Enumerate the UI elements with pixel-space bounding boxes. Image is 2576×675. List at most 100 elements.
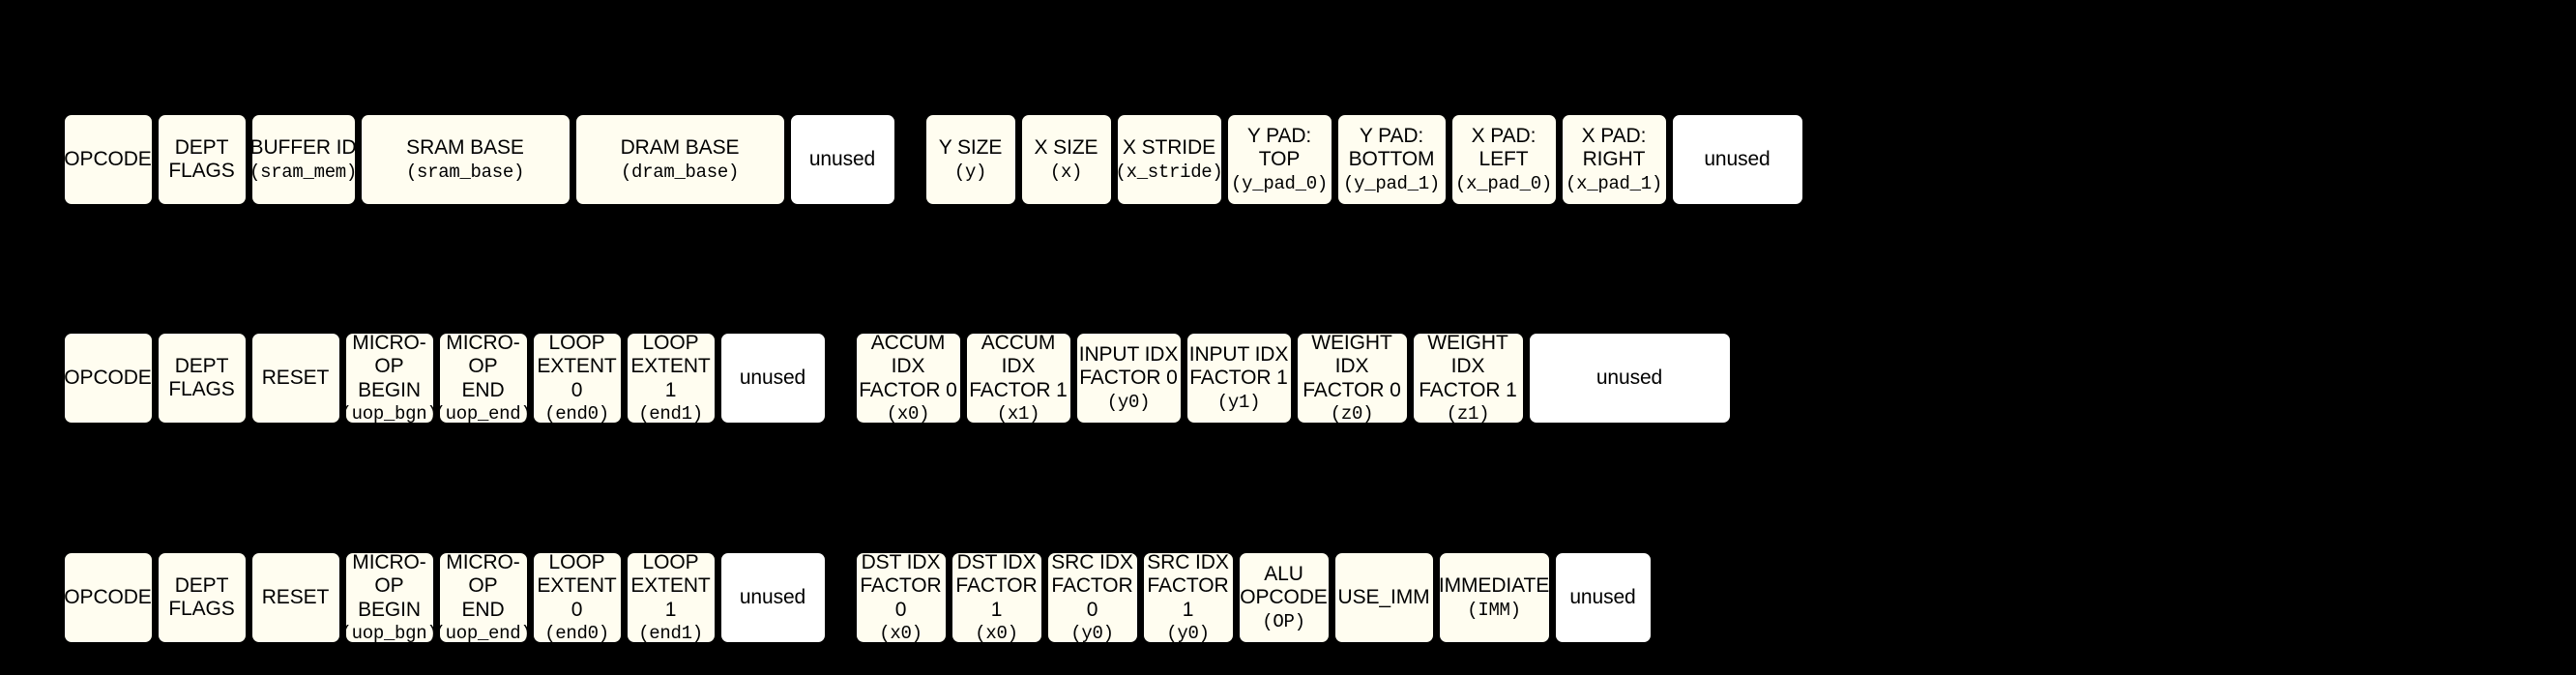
field-box-unused: unused (718, 551, 827, 644)
field-box-opcode: OPCODE (62, 332, 154, 425)
field-label: LOOP EXTENT 0 (537, 551, 617, 621)
field-label: IMMEDIATE (1438, 574, 1550, 598)
field-variable-name: (x_pad_0) (1455, 172, 1552, 194)
field-variable-name: (y0) (1166, 623, 1210, 644)
field-group-row3-group1: OPCODE DEPT FLAGS RESET MICRO-OP BEGIN(uop_… (61, 551, 828, 644)
field-variable-name: (x_pad_1) (1566, 172, 1662, 194)
field-label: ACCUM IDX FACTOR 0 (859, 332, 957, 401)
field-box-micro-op-begin: MICRO-OP BEGIN(uop_bgn) (343, 551, 435, 644)
field-label: OPCODE (64, 585, 152, 608)
field-box-micro-op-begin: MICRO-OP BEGIN(uop_bgn) (343, 332, 435, 425)
field-label: MICRO-OP END (446, 332, 520, 401)
field-label: ACCUM IDX FACTOR 1 (969, 332, 1068, 401)
field-label: DRAM BASE (620, 136, 740, 160)
field-variable-name: (uop_end) (437, 403, 529, 425)
field-label: MICRO-OP BEGIN (352, 332, 426, 401)
field-variable-name: (x0) (879, 623, 922, 644)
field-variable-name: (y_pad_0) (1231, 172, 1328, 194)
field-label: X PAD: LEFT (1471, 125, 1537, 171)
field-label: INPUT IDX FACTOR 1 (1188, 343, 1289, 390)
field-label: SRC IDX FACTOR 0 (1051, 551, 1133, 621)
field-label: Y SIZE (938, 136, 1003, 160)
field-box-input-idx-factor-1: INPUT IDX FACTOR 1(y1) (1185, 332, 1293, 425)
field-box-loop-extent-1: LOOP EXTENT 1(end1) (625, 551, 717, 644)
group-separator (828, 551, 853, 644)
field-label: DEPT FLAGS (168, 354, 235, 400)
field-box-y-pad-bottom: Y PAD: BOTTOM(y_pad_1) (1335, 113, 1448, 206)
field-label: LOOP EXTENT 1 (630, 332, 711, 401)
field-box-src-idx-factor-1: SRC IDX FACTOR 1(y0) (1141, 551, 1235, 644)
field-label: USE_IMM (1337, 585, 1430, 608)
field-box-sram-base: SRAM BASE(sram_base) (359, 113, 571, 206)
field-box-x-size: X SIZE(x) (1019, 113, 1113, 206)
field-label: unused (808, 147, 876, 170)
instruction-row-alu-instruction: OPCODE DEPT FLAGS RESET MICRO-OP BEGIN(uop_… (61, 551, 2515, 644)
field-label: SRAM BASE (406, 136, 524, 160)
field-box-buffer-id: BUFFER ID(sram_mem) (249, 113, 357, 206)
field-label: LOOP EXTENT 0 (537, 332, 617, 401)
field-variable-name: (x0) (886, 403, 930, 425)
field-box-unused: unused (1553, 551, 1653, 644)
field-box-accum-idx-factor-0: ACCUM IDX FACTOR 0(x0) (854, 332, 962, 425)
field-variable-name: (y0) (1070, 623, 1114, 644)
field-box-input-idx-factor-0: INPUT IDX FACTOR 0(y0) (1074, 332, 1183, 425)
field-box-dept-flags: DEPT FLAGS (156, 332, 248, 425)
field-label: OPCODE (64, 147, 152, 170)
field-box-unused: unused (1670, 113, 1804, 206)
field-label: DEPT FLAGS (168, 573, 235, 620)
field-variable-name: (end1) (638, 623, 703, 644)
field-box-y-size: Y SIZE(y) (923, 113, 1017, 206)
field-label: unused (739, 366, 806, 389)
field-group-row3-group2: DST IDX FACTOR 0(x0)DST IDX FACTOR 1(x0)… (853, 551, 1654, 644)
field-label: unused (739, 585, 806, 608)
field-box-use-imm: USE_IMM (1332, 551, 1435, 644)
field-label: SRC IDX FACTOR 1 (1147, 551, 1229, 621)
field-group-row2-group2: ACCUM IDX FACTOR 0(x0)ACCUM IDX FACTOR 1… (853, 332, 1733, 425)
field-variable-name: (uop_bgn) (343, 403, 435, 425)
field-box-y-pad-top: Y PAD: TOP(y_pad_0) (1225, 113, 1333, 206)
group-separator (897, 113, 922, 206)
field-variable-name: (sram_base) (405, 161, 525, 183)
field-variable-name: (y) (953, 161, 987, 183)
field-box-opcode: OPCODE (62, 551, 154, 644)
field-label: RESET (261, 366, 330, 389)
field-label: RESET (261, 585, 330, 608)
field-label: Y PAD: BOTTOM (1348, 125, 1435, 171)
field-box-x-stride: X STRIDE(x_stride) (1115, 113, 1223, 206)
field-box-opcode: OPCODE (62, 113, 154, 206)
field-variable-name: (end0) (544, 623, 609, 644)
field-label: X STRIDE (1122, 136, 1216, 160)
field-box-dst-idx-factor-1: DST IDX FACTOR 1(x0) (950, 551, 1043, 644)
field-box-weight-idx-factor-1: WEIGHT IDX FACTOR 1(z1) (1411, 332, 1525, 425)
field-box-micro-op-end: MICRO-OP END(uop_end) (437, 332, 529, 425)
field-box-reset: RESET (249, 332, 341, 425)
field-box-x-pad-right: X PAD: RIGHT(x_pad_1) (1560, 113, 1668, 206)
field-variable-name: (x_stride) (1115, 161, 1223, 183)
group-separator (828, 332, 853, 425)
field-box-weight-idx-factor-0: WEIGHT IDX FACTOR 0(z0) (1295, 332, 1409, 425)
field-label: WEIGHT IDX FACTOR 0 (1303, 332, 1401, 401)
field-box-loop-extent-0: LOOP EXTENT 0(end0) (531, 551, 623, 644)
field-box-unused: unused (788, 113, 896, 206)
field-label: Y PAD: TOP (1246, 125, 1312, 171)
field-label: unused (1569, 585, 1636, 608)
field-label: ALU OPCODE (1240, 563, 1328, 609)
field-box-dram-base: DRAM BASE(dram_base) (573, 113, 786, 206)
field-label: X SIZE (1034, 136, 1098, 160)
field-box-dst-idx-factor-0: DST IDX FACTOR 0(x0) (854, 551, 948, 644)
field-box-reset: RESET (249, 551, 341, 644)
field-variable-name: (uop_bgn) (343, 623, 435, 644)
field-label: DST IDX FACTOR 0 (860, 551, 942, 621)
field-variable-name: (end0) (544, 403, 609, 425)
field-variable-name: (y1) (1216, 391, 1261, 413)
field-box-immediate: IMMEDIATE(IMM) (1437, 551, 1551, 644)
field-label: X PAD: RIGHT (1581, 125, 1647, 171)
field-box-loop-extent-1: LOOP EXTENT 1(end1) (625, 332, 717, 425)
field-box-dept-flags: DEPT FLAGS (156, 113, 248, 206)
field-box-unused: unused (718, 332, 827, 425)
field-box-loop-extent-0: LOOP EXTENT 0(end0) (531, 332, 623, 425)
